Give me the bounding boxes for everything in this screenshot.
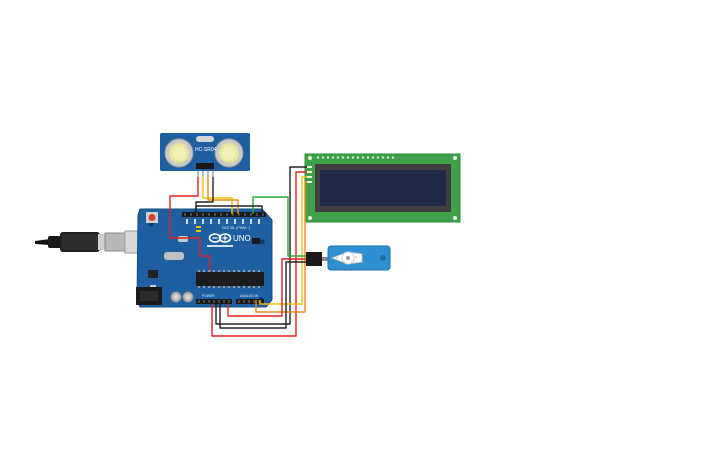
wire-sensor-vcc — [169, 177, 199, 239]
atmega-chip — [196, 272, 264, 286]
servo-horn-icon — [330, 251, 363, 265]
ultrasonic-sensor[interactable]: HC-SR04 — [160, 133, 250, 177]
lcd-display[interactable] — [304, 153, 461, 223]
servo-motor[interactable] — [306, 245, 391, 271]
receiver-icon — [214, 138, 244, 168]
wire-lcd-gnd — [215, 166, 307, 325]
wire-servo-vcc — [227, 258, 306, 317]
brand-label: UNO — [233, 234, 251, 243]
servo-connector — [306, 252, 322, 266]
digital-label: DIGITAL (PWM ~) — [222, 226, 250, 230]
analog-label: ANALOG IN — [240, 294, 259, 298]
wire-lcd-sda — [259, 176, 307, 305]
wire-servo-gnd — [219, 261, 306, 329]
lcd-screen — [320, 170, 446, 206]
digital-header — [182, 212, 266, 217]
arduino-logo-icon — [208, 233, 232, 243]
wire-black-board — [195, 205, 263, 214]
wire-lcd-vcc — [211, 171, 307, 337]
wires[interactable] — [169, 166, 307, 337]
wire-red-board — [183, 237, 211, 270]
wire-sensor-echo — [207, 177, 239, 214]
reset-button-icon[interactable] — [146, 212, 158, 223]
icsp-header — [252, 238, 260, 244]
wire-lcd-scl — [255, 181, 307, 313]
usb-cable-icon[interactable] — [35, 230, 156, 254]
sensor-label: HC-SR04 — [195, 147, 217, 153]
wire-servo-signal — [252, 196, 306, 257]
transmitter-icon — [164, 138, 194, 168]
arduino-uno-board[interactable]: DIGITAL (PWM ~) UNO — [136, 208, 273, 308]
power-label: POWER — [202, 294, 215, 298]
